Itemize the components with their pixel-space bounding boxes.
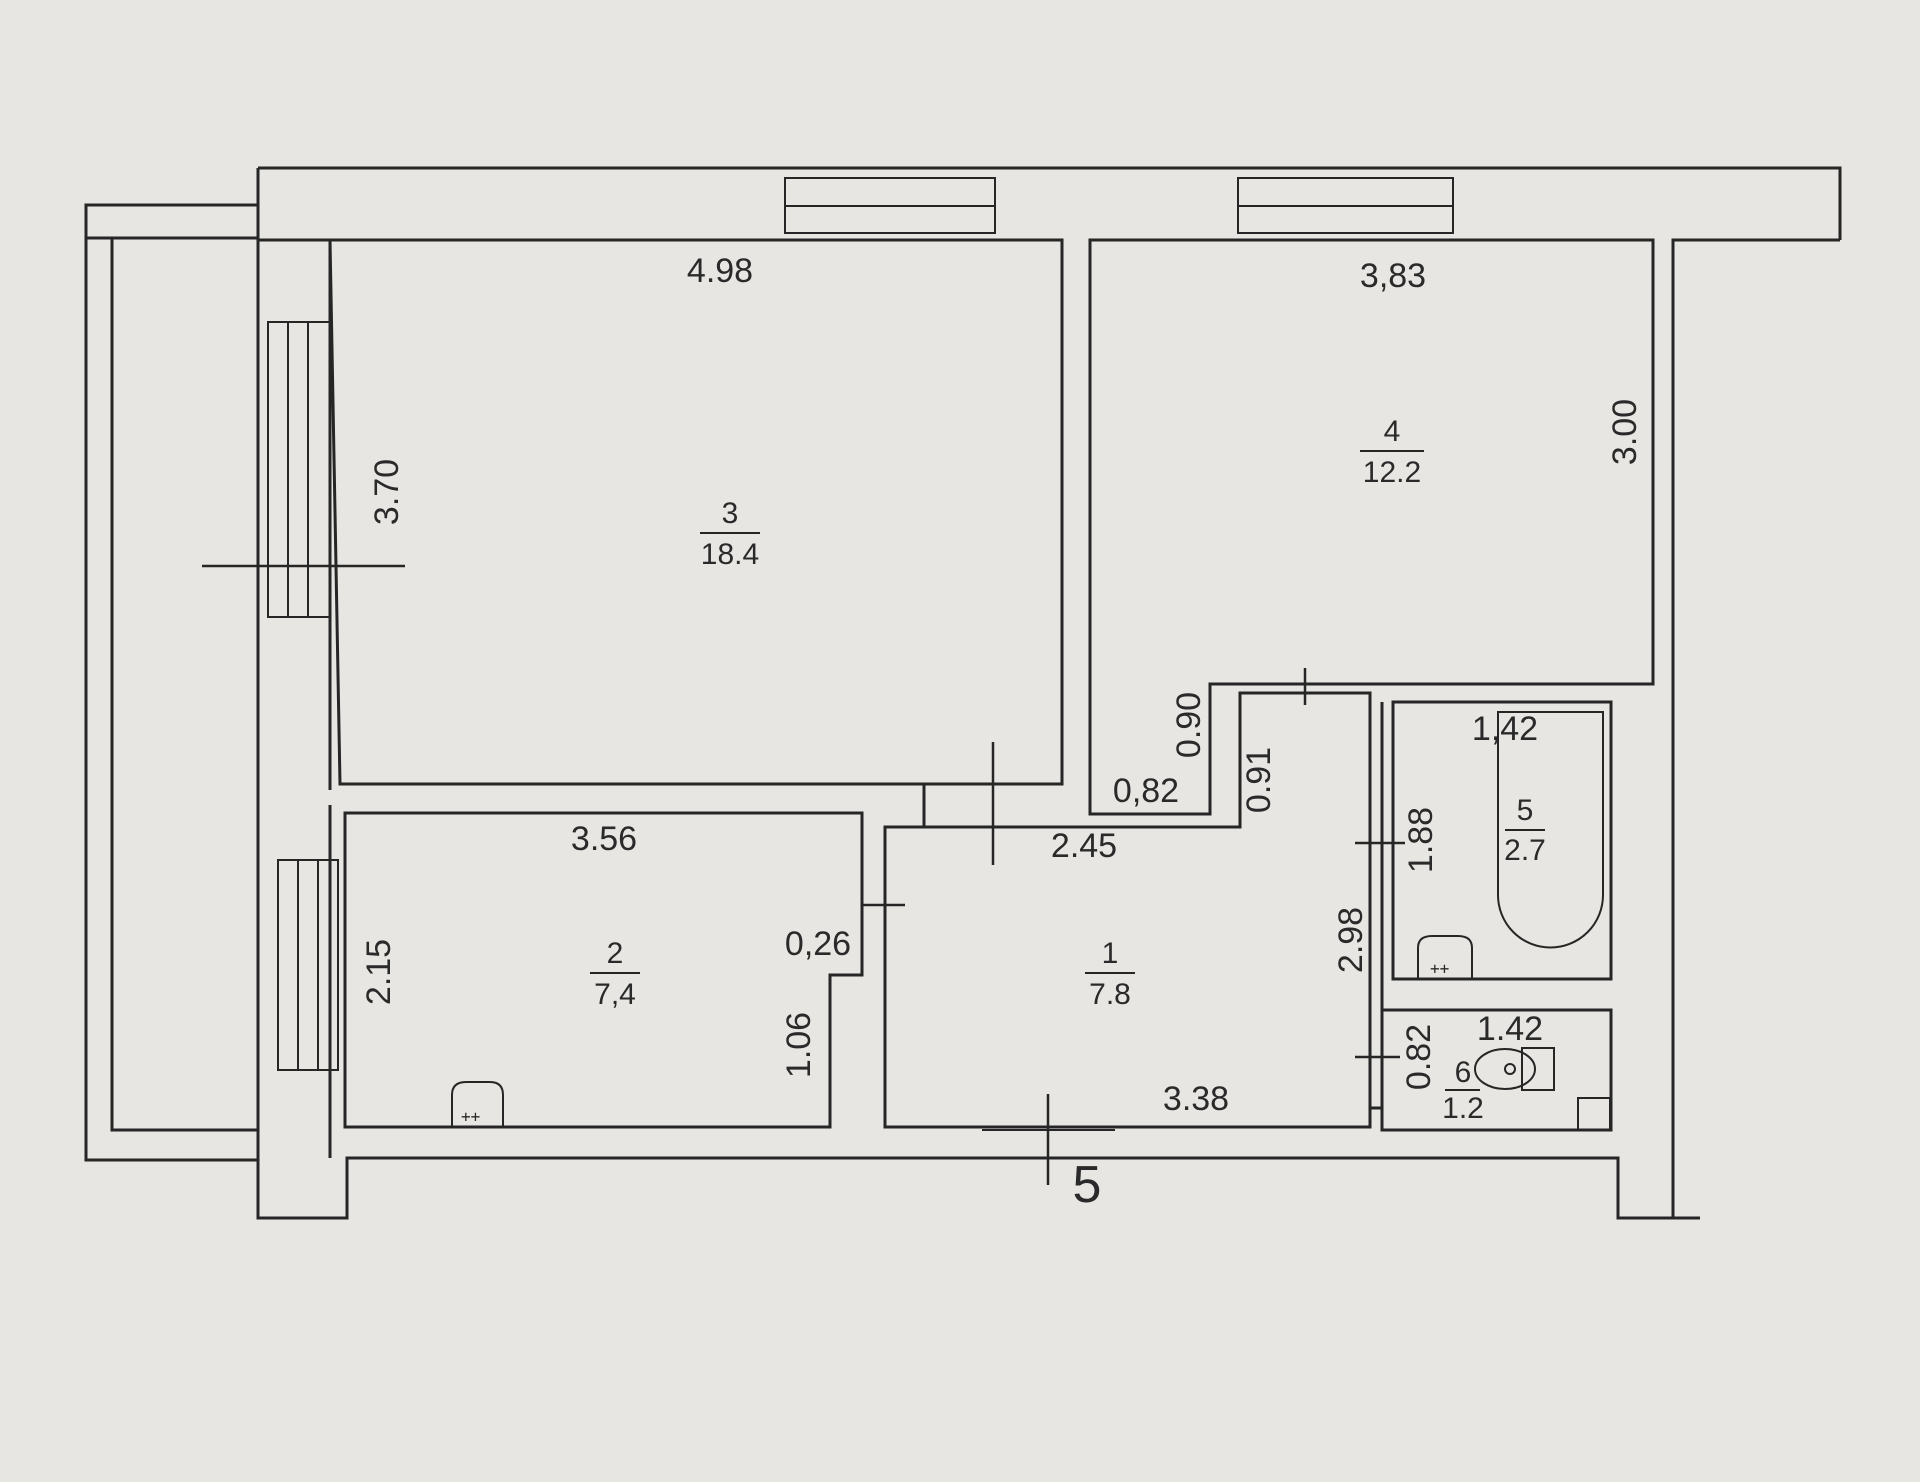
sink-icon: ++ bbox=[1417, 935, 1473, 980]
room-6-number: 6 bbox=[1455, 1056, 1472, 1089]
section-mark: 5 bbox=[1073, 1156, 1102, 1214]
toilet-icon bbox=[1474, 1047, 1611, 1131]
room-4-number: 4 bbox=[1384, 415, 1401, 448]
dim-room2-depth: 2.15 bbox=[360, 939, 398, 1005]
door-ticks bbox=[202, 564, 1405, 1185]
partition-walls bbox=[860, 702, 1384, 1130]
room-1-number: 1 bbox=[1102, 937, 1119, 970]
room-4-area: 12.2 bbox=[1363, 456, 1421, 489]
dim-room2-width: 3.56 bbox=[571, 820, 637, 858]
room-3-outline bbox=[328, 238, 1064, 786]
windows bbox=[267, 177, 1454, 1131]
room-6-area: 1.2 bbox=[1442, 1092, 1484, 1125]
room-4-outline bbox=[1088, 238, 1655, 816]
dim-niche-depth-a: 0.90 bbox=[1170, 692, 1208, 758]
dim-corridor-depth: 2.98 bbox=[1332, 907, 1370, 973]
dim-niche-depth-b: 0.91 bbox=[1240, 747, 1278, 813]
dim-bath-width: 1,42 bbox=[1472, 710, 1538, 748]
room-2-area: 7,4 bbox=[594, 978, 636, 1011]
dim-room2-jog-width: 0,26 bbox=[785, 925, 851, 963]
dim-wc-width: 1.42 bbox=[1477, 1010, 1543, 1048]
outer-walls bbox=[84, 166, 1842, 1220]
dim-room3-depth: 3.70 bbox=[368, 459, 406, 525]
svg-text:++: ++ bbox=[1430, 959, 1449, 978]
dim-room4-width: 3,83 bbox=[1360, 257, 1426, 295]
dim-corridor-width: 2.45 bbox=[1051, 827, 1117, 865]
stove-icon: ++ bbox=[451, 1081, 504, 1127]
dim-room4-depth: 3.00 bbox=[1606, 399, 1644, 465]
room-3-area: 18.4 bbox=[701, 538, 759, 571]
room-2-outline bbox=[343, 811, 864, 1129]
room-5-outline bbox=[1391, 700, 1613, 981]
dim-corridor-bottom: 3.38 bbox=[1163, 1080, 1229, 1118]
room-1-area: 7.8 bbox=[1089, 978, 1131, 1011]
bathtub bbox=[1497, 711, 1604, 949]
room-2-number: 2 bbox=[607, 937, 624, 970]
svg-text:++: ++ bbox=[461, 1107, 480, 1126]
room-1-outline bbox=[883, 691, 1372, 1129]
dim-wc-depth: 0.82 bbox=[1400, 1024, 1438, 1090]
dim-room2-jog-depth: 1.06 bbox=[780, 1012, 818, 1078]
dim-niche-width: 0,82 bbox=[1113, 772, 1179, 810]
room-5-number: 5 bbox=[1517, 794, 1534, 827]
room-3-number: 3 bbox=[722, 497, 739, 530]
dim-bath-depth: 1.88 bbox=[1402, 807, 1440, 873]
dim-room3-width: 4.98 bbox=[687, 252, 753, 290]
room-5-area: 2.7 bbox=[1504, 834, 1546, 867]
